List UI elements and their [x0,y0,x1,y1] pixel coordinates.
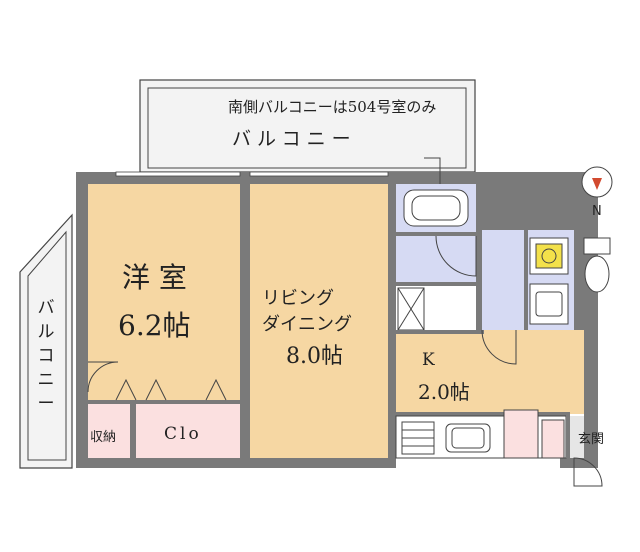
closet-area [136,404,240,458]
kitchen-counter [395,409,567,459]
windows [115,171,389,177]
doors [87,157,603,487]
toilet-icon [583,237,611,293]
vanity-icon [529,283,569,325]
entrance-area [570,420,584,458]
entrance-label: 玄関 [578,432,605,447]
bathtub-icon [403,189,469,227]
western-room-name: 洋 室 [122,261,187,294]
storage-area [88,404,130,458]
living-name-2: ダイニング [262,314,352,335]
storage-label: 収納 [90,430,117,445]
western-room-size: 6.2帖 [118,309,191,342]
balcony-top-label: バルコニー [232,128,357,150]
balcony-left-label: バ ル コ ニ ー [37,298,55,414]
pipe-shaft [397,287,425,331]
living-dining [250,184,388,458]
washing-machine-icon [529,237,569,275]
kitchen-size: 2.0帖 [418,380,470,404]
kitchen [396,330,584,414]
balcony-top [139,79,476,173]
closet-label: Clo [164,424,202,444]
compass-icon [581,166,613,198]
balcony-note: 南側バルコニーは504号室のみ [228,98,437,116]
living-name-1: リビング [262,288,334,309]
compass-label: N [592,204,602,219]
western-room [88,184,240,402]
living-size: 8.0帖 [286,344,343,369]
kitchen-name: K [422,350,435,370]
washroom [396,236,476,282]
balcony-left [19,213,73,469]
